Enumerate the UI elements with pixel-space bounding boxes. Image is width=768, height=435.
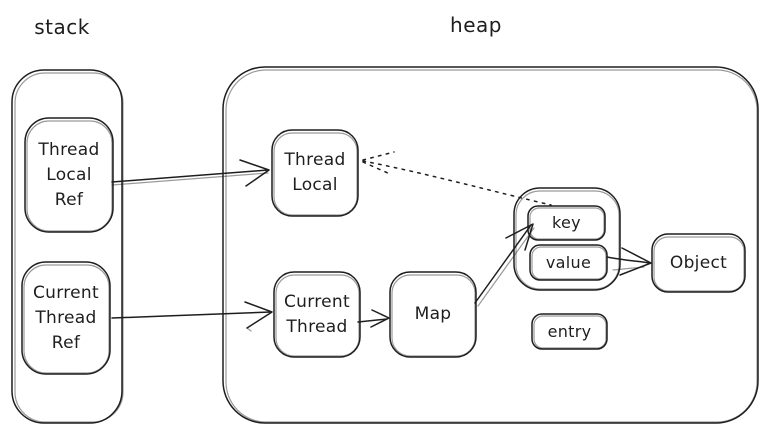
key-node <box>527 205 606 241</box>
entry-label-node <box>531 313 608 350</box>
value-node <box>529 244 608 281</box>
arrow-map-to-key <box>474 223 535 307</box>
heap-container <box>222 66 759 424</box>
arrow-currentthread-to-map <box>357 309 390 328</box>
thread-local-node <box>271 129 359 217</box>
arrow-value-to-object <box>606 247 652 276</box>
current-thread-ref-node <box>21 261 111 375</box>
arrow-currentthreadref-to-currentthread <box>111 301 273 332</box>
stack-container <box>11 69 124 424</box>
entry-group-container <box>513 187 621 291</box>
arrow-threadlocalref-to-threadlocal <box>111 159 270 187</box>
object-node <box>651 233 746 293</box>
map-node <box>389 271 477 358</box>
current-thread-node <box>273 271 361 358</box>
dotted-arrow-key-to-threadlocal <box>362 151 552 206</box>
thread-local-ref-node <box>24 117 114 233</box>
